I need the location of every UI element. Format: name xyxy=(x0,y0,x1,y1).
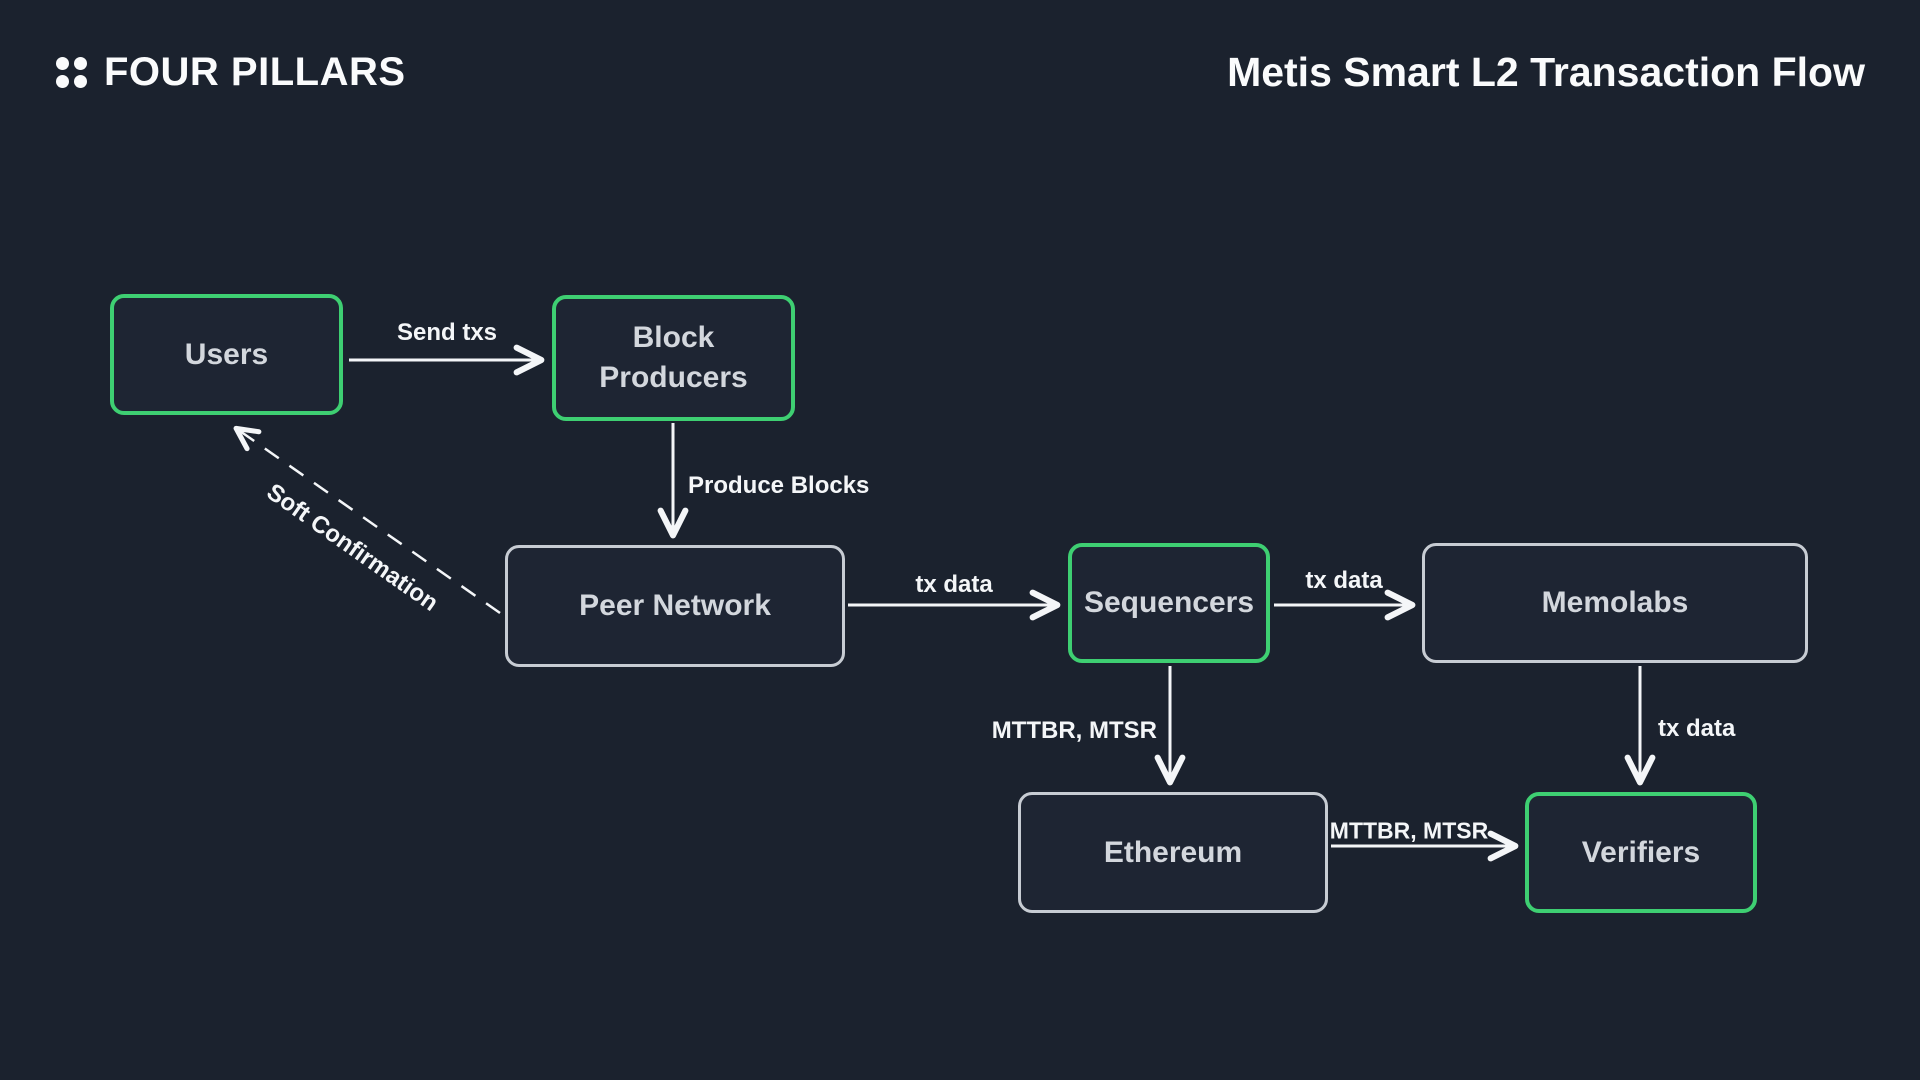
node-block-producers-label: Block Producers xyxy=(599,321,748,394)
logo-dot xyxy=(56,56,69,70)
node-verifiers: Verifiers xyxy=(1525,792,1757,913)
node-memolabs-label: Memolabs xyxy=(1541,586,1689,620)
edge-peer-network-users xyxy=(233,425,501,615)
node-memolabs: Memolabs xyxy=(1422,543,1808,663)
node-sequencers-label: Sequencers xyxy=(1083,586,1255,620)
node-users: Users xyxy=(110,294,343,415)
node-users-label: Users xyxy=(184,337,269,371)
edge-label-mttbr-mtsr-ethereum-verifiers: MTTBR, MTSR xyxy=(1329,817,1489,844)
logo-dot xyxy=(74,74,87,88)
edge-label-mttbr-mtsr-sequencers-ethereum: MTTBR, MTSR xyxy=(991,717,1157,744)
edge-label-tx-data-sequencers-memolabs: tx data xyxy=(1305,567,1383,594)
four-dots-grid-icon xyxy=(56,56,87,88)
edge-label-tx-data-peer-sequencers: tx data xyxy=(915,571,993,598)
node-sequencers: Sequencers xyxy=(1068,543,1270,663)
edge-label-tx-data-memolabs-verifiers: tx data xyxy=(1658,715,1736,742)
logo-text: FOUR PILLARS xyxy=(104,50,406,94)
node-peer-network-label: Peer Network xyxy=(579,589,771,623)
node-block-producers: Block Producers xyxy=(552,295,795,421)
page-title: Metis Smart L2 Transaction Flow xyxy=(1227,49,1865,95)
edge-label-send-txs: Send txs xyxy=(396,319,498,346)
logo-dot xyxy=(74,56,87,70)
edge-label-produce-blocks: Produce Blocks xyxy=(688,472,870,499)
edge-label-soft-confirmation: Soft Confirmation xyxy=(261,478,444,617)
logo-dot xyxy=(56,74,69,88)
node-verifiers-label: Verifiers xyxy=(1581,835,1701,869)
node-peer-network: Peer Network xyxy=(505,545,845,667)
logo: FOUR PILLARS xyxy=(56,50,406,94)
node-ethereum: Ethereum xyxy=(1018,792,1328,913)
node-ethereum-label: Ethereum xyxy=(1103,835,1243,869)
